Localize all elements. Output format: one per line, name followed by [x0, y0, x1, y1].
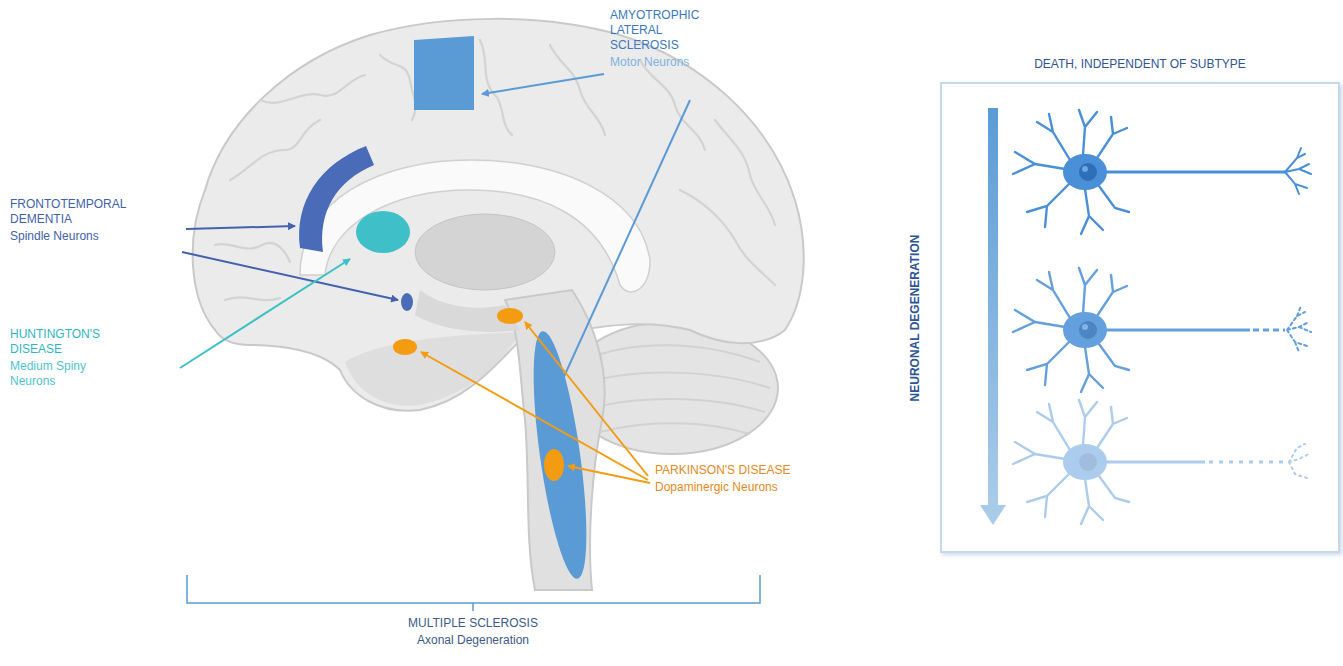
disease-title: HUNTINGTON'S DISEASE — [10, 327, 118, 357]
disease-title: FRONTOTEMPORAL DEMENTIA — [10, 197, 130, 227]
axis-label: NEURONAL DEGENERATION — [908, 234, 923, 401]
neuron-type: Medium Spiny Neurons — [10, 359, 115, 389]
neuron-type: Dopaminergic Neurons — [655, 480, 845, 495]
disease-title: MULTIPLE SCLEROSIS — [323, 616, 623, 631]
neuron-type: Motor Neurons — [610, 55, 730, 70]
neuron-type: Axonal Degeneration — [323, 633, 623, 648]
neuron-type: Spindle Neurons — [10, 229, 140, 244]
panel-box: DEATH, INDEPENDENT OF SUBTYPENEURONAL DE… — [940, 82, 1340, 553]
disease-title: PARKINSON'S DISEASE — [655, 463, 845, 478]
disease-title: AMYOTROPHIC LATERAL SCLEROSIS — [610, 8, 710, 53]
panel-heading: DEATH, INDEPENDENT OF SUBTYPE — [942, 57, 1338, 72]
